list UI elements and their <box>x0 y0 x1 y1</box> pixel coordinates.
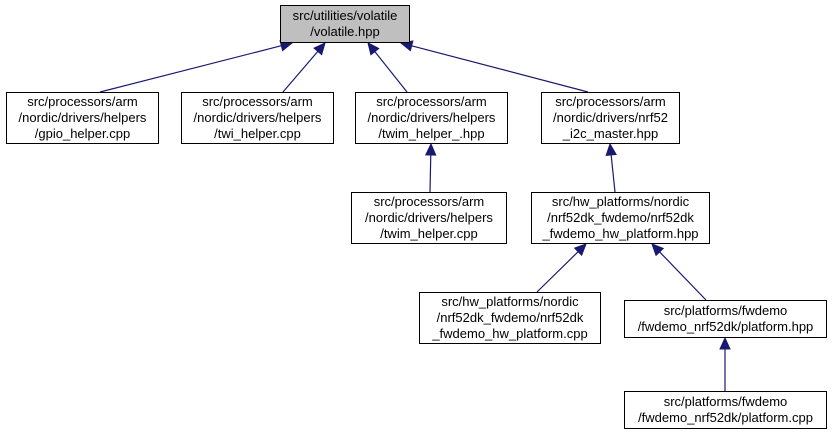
node-label: src/platforms/fwdemo /fwdemo_nrf52dk/pla… <box>638 394 813 425</box>
arrowhead-icon <box>367 42 380 56</box>
node-gpio-helper-cpp[interactable]: src/processors/arm /nordic/drivers/helpe… <box>6 92 159 144</box>
edge-line <box>610 154 616 193</box>
edge-line <box>659 251 707 301</box>
arrowhead-icon <box>313 42 326 56</box>
arrowhead-icon <box>651 243 665 257</box>
node-label: src/hw_platforms/nordic /nrf52dk_fwdemo/… <box>432 294 588 341</box>
edge-hw_platform_cpp-to-hw_platform_hpp <box>536 243 587 293</box>
node-nrf52-i2c-master-hpp[interactable]: src/processors/arm /nordic/drivers/nrf52… <box>541 92 680 144</box>
node-label: src/processors/arm /nordic/drivers/nrf52… <box>553 94 668 141</box>
edge-line <box>99 45 282 93</box>
node-twi-helper-cpp[interactable]: src/processors/arm /nordic/drivers/helpe… <box>181 92 334 144</box>
edge-gpio_helper-to-root <box>99 40 294 93</box>
node-hw-platform-hpp[interactable]: src/hw_platforms/nordic /nrf52dk_fwdemo/… <box>531 192 710 244</box>
edge-line <box>429 154 432 193</box>
edge-line <box>536 251 579 293</box>
node-twim-helper-cpp[interactable]: src/processors/arm /nordic/drivers/helpe… <box>351 192 507 244</box>
node-label: src/platforms/fwdemo /fwdemo_nrf52dk/pla… <box>637 303 814 334</box>
arrowhead-icon <box>573 243 587 257</box>
node-label: src/processors/arm /nordic/drivers/helpe… <box>367 94 496 141</box>
node-label: src/processors/arm /nordic/drivers/helpe… <box>18 94 147 141</box>
arrowhead-icon <box>719 336 731 350</box>
edge-twim_helper_cpp-to-twim_helper_hpp <box>424 142 437 193</box>
edge-line <box>411 45 589 93</box>
node-label: src/processors/arm /nordic/drivers/helpe… <box>365 194 493 241</box>
arrowhead-icon <box>424 142 437 156</box>
node-label: src/processors/arm /nordic/drivers/helpe… <box>193 94 322 141</box>
edge-nrf52_i2c_master-to-root <box>399 40 589 93</box>
edge-platform_cpp-to-platform_hpp <box>719 336 731 391</box>
edge-line <box>282 50 319 93</box>
node-platform-hpp[interactable]: src/platforms/fwdemo /fwdemo_nrf52dk/pla… <box>624 300 827 338</box>
arrowhead-icon <box>605 142 617 157</box>
node-platform-cpp[interactable]: src/platforms/fwdemo /fwdemo_nrf52dk/pla… <box>624 391 827 429</box>
node-hw-platform-cpp[interactable]: src/hw_platforms/nordic /nrf52dk_fwdemo/… <box>419 292 601 344</box>
edge-twi_helper-to-root <box>282 42 326 93</box>
edge-twim_helper_hpp-to-root <box>367 42 408 93</box>
node-twim-helper-hpp[interactable]: src/processors/arm /nordic/drivers/helpe… <box>355 92 508 144</box>
node-root-volatile-hpp: src/utilities/volatile /volatile.hpp <box>280 5 410 43</box>
edge-line <box>374 51 408 93</box>
node-label: src/utilities/volatile /volatile.hpp <box>292 8 398 39</box>
edge-platform_hpp-to-hw_platform_hpp <box>651 243 707 301</box>
edge-hw_platform_hpp-to-nrf52_i2c_master <box>605 142 617 193</box>
node-label: src/hw_platforms/nordic /nrf52dk_fwdemo/… <box>542 194 699 241</box>
